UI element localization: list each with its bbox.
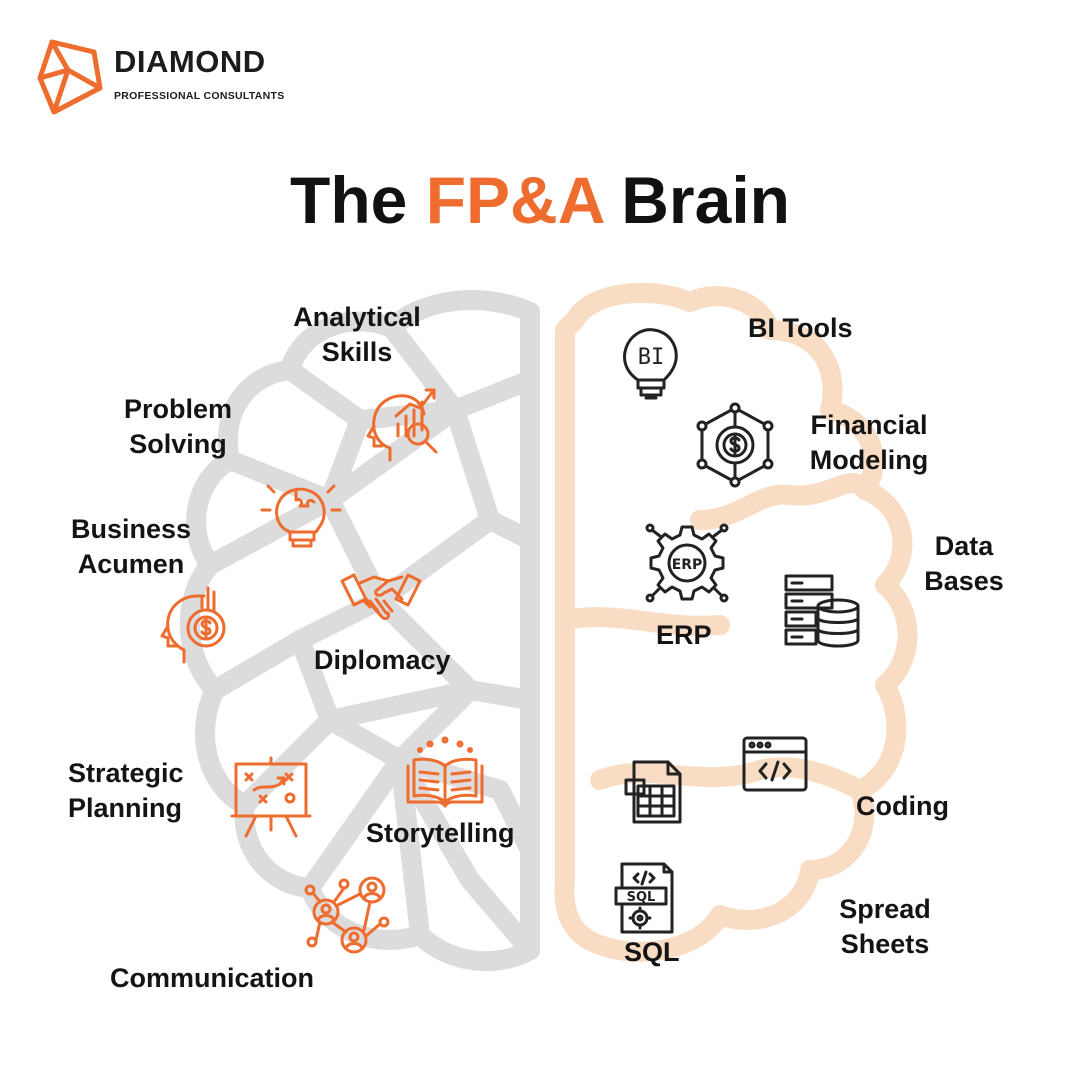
skill-label-erp: ERP — [656, 620, 712, 650]
erp-gear-icon: ERP — [642, 518, 732, 608]
sql-file-icon: SQL — [606, 858, 696, 948]
skill-label-communication: Communication — [110, 963, 315, 993]
database-server-icon — [778, 566, 868, 656]
svg-text:BI: BI — [638, 345, 665, 370]
skill-label-business-acumen: Business Acumen — [70, 514, 192, 579]
skill-label-coding: Coding — [856, 791, 949, 821]
code-window-icon — [738, 730, 828, 820]
open-book-icon — [400, 732, 490, 822]
brand-logo: DIAMOND PROFESSIONAL CONSULTANTS — [30, 38, 350, 118]
brand-name: DIAMOND — [114, 44, 266, 79]
page-title: The FP&A Brain — [0, 162, 1080, 238]
title-accent: FP&A — [425, 163, 603, 237]
analytics-head-icon — [360, 380, 450, 470]
bi-bulb-icon: BI — [606, 318, 696, 408]
brand-tagline: PROFESSIONAL CONSULTANTS — [114, 90, 285, 102]
skill-label-sql: SQL — [624, 937, 680, 967]
title-prefix: The — [290, 163, 426, 237]
skill-label-strategic-planning: Strategic Planning — [68, 758, 184, 823]
handshake-icon — [336, 555, 426, 645]
diamond-logo-icon — [37, 39, 103, 115]
title-suffix: Brain — [602, 163, 790, 237]
skill-label-spread-sheets: Spread Sheets — [839, 894, 931, 959]
svg-text:SQL: SQL — [627, 890, 656, 905]
skill-label-financial-modeling: Financial Modeling — [809, 410, 929, 475]
skill-label-diplomacy: Diplomacy — [314, 645, 451, 675]
skill-label-bi-tools: BI Tools — [748, 313, 853, 343]
spreadsheet-icon — [612, 756, 702, 846]
finance-network-icon — [690, 400, 780, 490]
skill-label-problem-solving: Problem Solving — [123, 394, 233, 459]
network-people-icon — [300, 870, 390, 960]
money-head-icon — [156, 578, 246, 668]
skill-label-storytelling: Storytelling — [366, 818, 515, 848]
svg-text:ERP: ERP — [672, 557, 703, 573]
skill-label-analytical-skills: Analytical Skills — [293, 302, 421, 367]
puzzle-bulb-icon — [256, 470, 346, 560]
skill-label-data-bases: Data Bases — [924, 531, 1004, 596]
strategy-board-icon — [226, 750, 316, 840]
